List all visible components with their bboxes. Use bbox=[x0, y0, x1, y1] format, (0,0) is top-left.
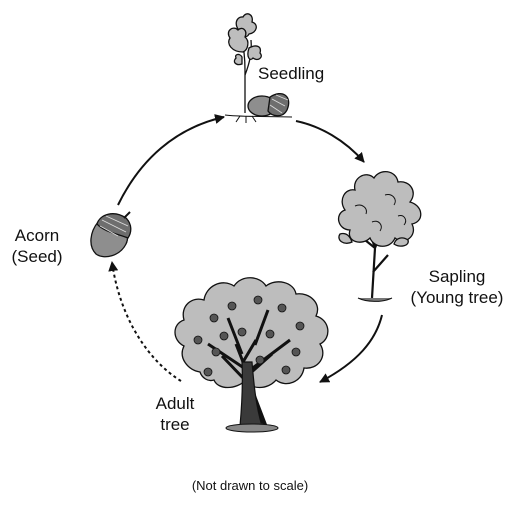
adult-tree-illustration bbox=[174, 277, 329, 433]
arrow-seedling-to-sapling bbox=[295, 120, 365, 163]
sapling-label-line2: (Young tree) bbox=[410, 288, 504, 307]
adult-tree-label-line1: Adult bbox=[155, 394, 195, 413]
arrow-sapling-to-adult bbox=[319, 314, 383, 383]
adult-tree-label: Adult tree bbox=[140, 393, 210, 435]
adult-tree-label-line2: tree bbox=[160, 415, 190, 434]
arrow-adult-to-acorn-dashed bbox=[108, 261, 182, 382]
seedling-illustration bbox=[224, 13, 293, 123]
scale-caption: (Not drawn to scale) bbox=[191, 478, 309, 493]
sapling-label: Sapling (Young tree) bbox=[398, 266, 516, 308]
sapling-illustration bbox=[337, 171, 422, 302]
acorn-illustration bbox=[90, 211, 132, 258]
arrow-acorn-to-seedling bbox=[117, 114, 225, 206]
acorn-label-line2: (Seed) bbox=[11, 247, 63, 266]
seedling-label: Seedling bbox=[258, 64, 325, 83]
acorn-label-line1: Acorn bbox=[14, 226, 60, 245]
sapling-label-line1: Sapling bbox=[428, 267, 486, 286]
acorn-label: Acorn (Seed) bbox=[2, 225, 72, 267]
